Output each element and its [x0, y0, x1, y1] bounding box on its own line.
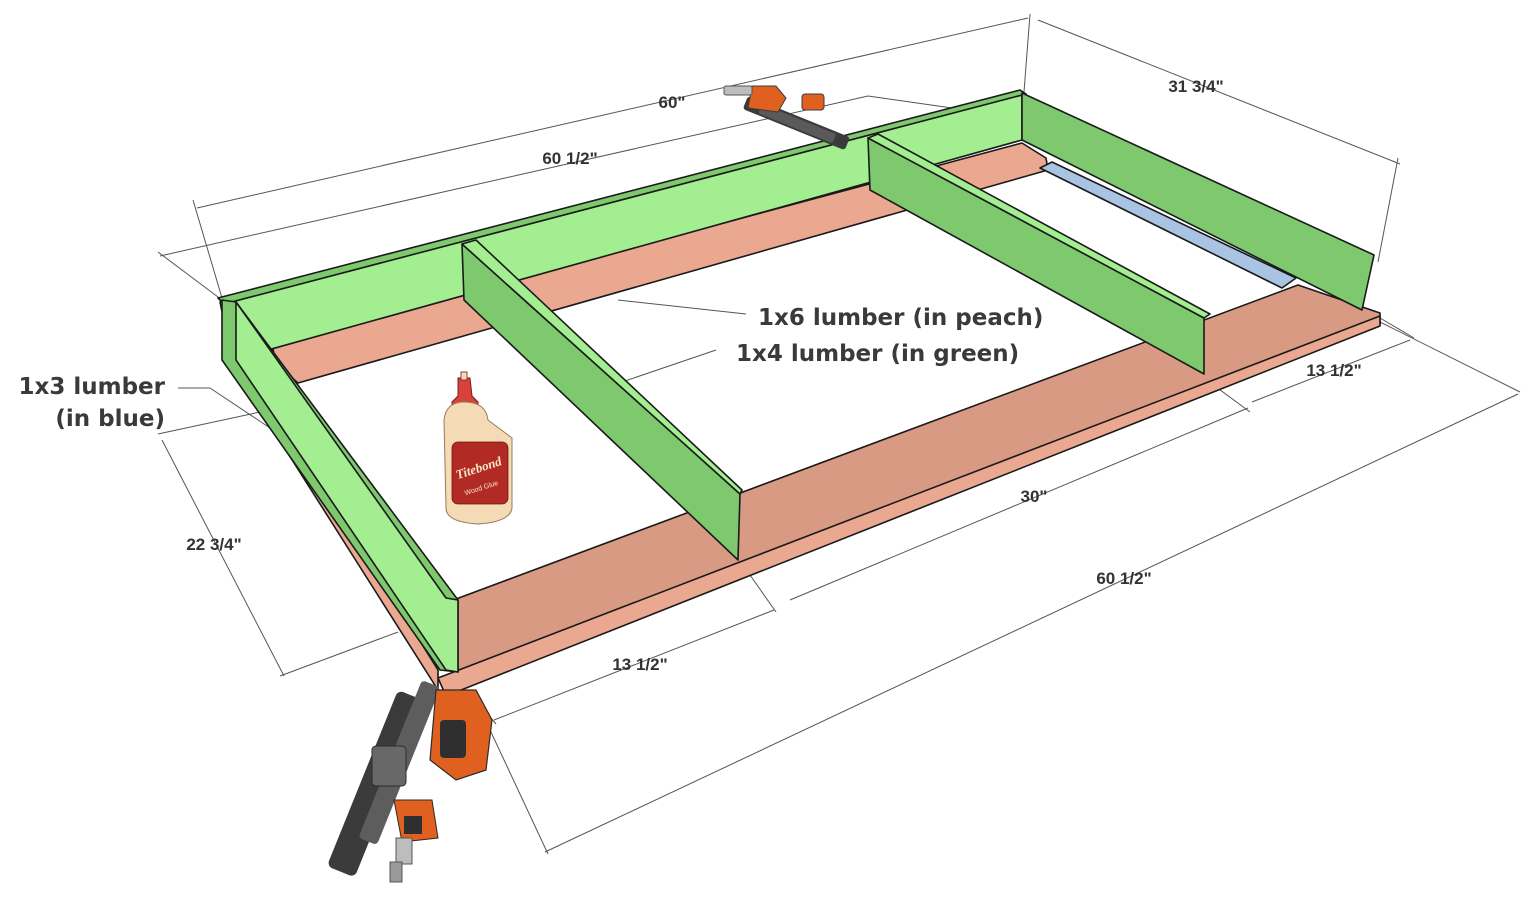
dimension-labels: 60" 60 1/2" 31 3/4" 13 1/2" 30" 60 1/2" …	[186, 77, 1361, 674]
label-1x6-peach: 1x6 lumber (in peach)	[758, 305, 1043, 331]
dim-top-outer: 60"	[659, 93, 686, 112]
label-1x3-line1: 1x3 lumber	[19, 374, 166, 400]
peach-boards	[227, 142, 1381, 697]
label-1x4-green: 1x4 lumber (in green)	[736, 341, 1019, 367]
nail-gun-icon	[723, 85, 850, 150]
dim-bottom-length: 60 1/2"	[1096, 569, 1151, 588]
label-1x3-line2: (in blue)	[55, 406, 165, 432]
green-boards	[217, 89, 1375, 673]
nail-gun-icon	[328, 681, 493, 883]
dim-right-depth: 31 3/4"	[1168, 77, 1223, 96]
dim-top-inner: 60 1/2"	[542, 149, 597, 168]
lumber-labels: 1x6 lumber (in peach) 1x4 lumber (in gre…	[19, 305, 1044, 432]
green-right-board	[1021, 92, 1375, 311]
glue-bottle-icon: Titebond Wood Glue	[443, 371, 513, 525]
blue-board-right	[1039, 161, 1297, 289]
dim-right-gap: 13 1/2"	[1306, 361, 1361, 380]
dim-left-depth: 22 3/4"	[186, 535, 241, 554]
dim-middle-span: 30"	[1021, 487, 1048, 506]
dim-left-gap: 13 1/2"	[612, 655, 667, 674]
